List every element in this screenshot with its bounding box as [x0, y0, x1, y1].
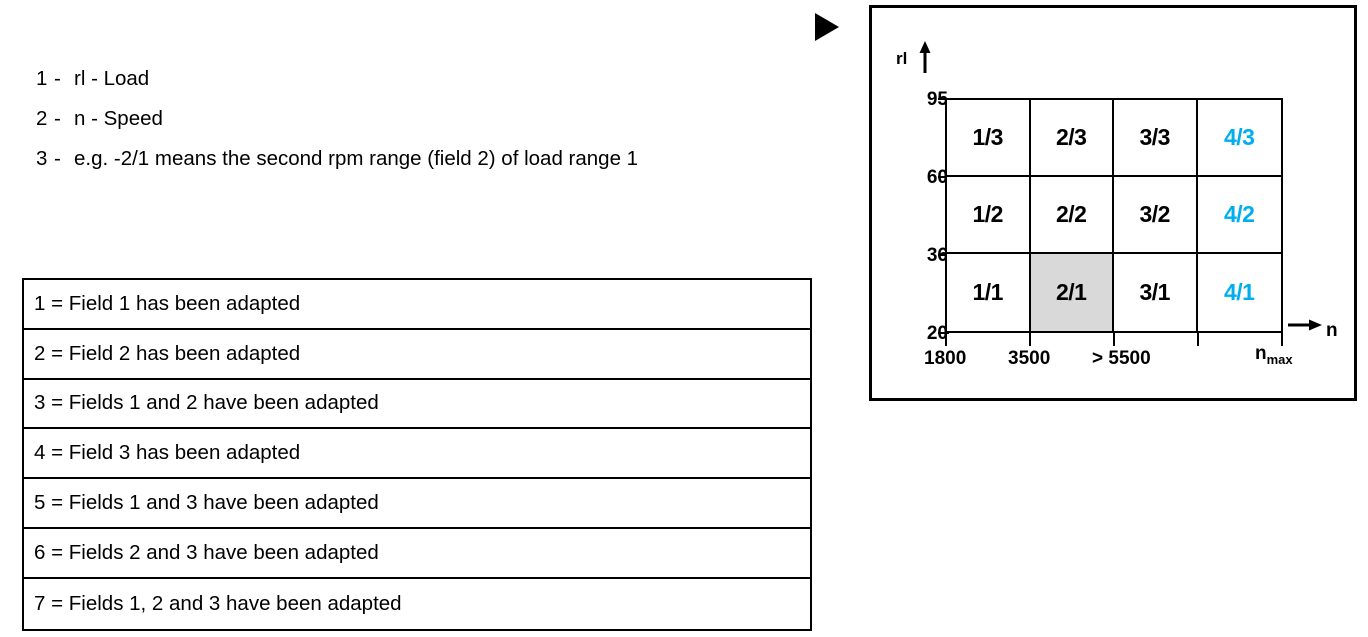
x-axis-max-subscript: max — [1266, 351, 1293, 367]
legend-note-item: 2 - n - Speed — [36, 106, 826, 132]
x-axis-caption: n — [1326, 320, 1338, 341]
legend-note-text: rl - Load — [74, 67, 150, 90]
grid-cell[interactable]: 4/3 — [1197, 100, 1281, 177]
legend-note-number: 1 — [36, 67, 48, 90]
grid-cell-highlighted[interactable]: 2/1 — [1030, 254, 1114, 331]
y-tick-mark — [938, 98, 949, 100]
legend-note-dash: - — [54, 107, 61, 130]
x-axis-max-label: nmax — [1255, 344, 1293, 366]
y-tick-mark — [938, 176, 949, 178]
table-row: 3 = Fields 1 and 2 have been adapted — [24, 380, 810, 430]
legend-note-text: e.g. -2/1 means the second rpm range (fi… — [74, 147, 639, 170]
x-tick-label: 3500 — [1008, 348, 1051, 369]
grid-cell[interactable]: 4/1 — [1224, 279, 1255, 305]
grid-cell[interactable]: 2/3 — [1030, 100, 1114, 177]
x-tick-mark — [1113, 333, 1115, 346]
x-axis-ticks: 1800 3500 > 5500 — [872, 8, 1360, 404]
legend-notes-list: 1 - rl - Load 2 - n - Speed 3 - e.g. -2/… — [36, 66, 826, 186]
legend-note-dash: - — [54, 67, 61, 90]
x-tick-mark — [945, 333, 947, 346]
legend-note-item: 3 - e.g. -2/1 means the second rpm range… — [36, 146, 826, 172]
grid-cell[interactable]: 2/2 — [1030, 177, 1114, 254]
x-tick-mark — [1281, 333, 1283, 346]
y-axis-ticks: 95 60 36 20 — [886, 8, 949, 408]
load-speed-grid: 1/3 2/3 3/3 4/3 1/2 2/2 3/2 4/2 1/1 2/1 … — [945, 98, 1283, 333]
table-row: 4 = Field 3 has been adapted — [24, 429, 810, 480]
arrow-up-icon — [919, 41, 931, 73]
grid-cell[interactable]: 3/1 — [1114, 254, 1198, 331]
grid-cell[interactable]: 3/2 — [1114, 177, 1198, 254]
legend-note-dash: - — [54, 147, 61, 170]
y-tick-label: 60 — [926, 167, 948, 188]
y-tick-label: 36 — [926, 245, 948, 266]
grid-cell[interactable]: 1/3 — [947, 100, 1031, 177]
legend-note-text: n - Speed — [74, 107, 163, 130]
grid-cell[interactable]: 4/2 — [1197, 177, 1281, 254]
y-tick-mark — [938, 332, 949, 334]
table-row: 6 = Fields 2 and 3 have been adapted — [24, 529, 810, 579]
legend-note-number: 3 — [36, 147, 48, 170]
legend-note-number: 2 — [36, 107, 48, 130]
table-row: 1 = Field 1 has been adapted — [24, 280, 810, 330]
x-tick-mark — [1029, 333, 1031, 346]
grid-cell[interactable]: 3/3 — [1114, 100, 1198, 177]
x-tick-label: > 5500 — [1092, 348, 1151, 369]
play-triangle-icon — [815, 13, 839, 41]
y-tick-mark — [938, 254, 949, 256]
x-tick-label: 1800 — [924, 348, 967, 369]
y-tick-label: 95 — [926, 89, 948, 110]
grid-cell[interactable]: 1/2 — [947, 177, 1031, 254]
load-speed-diagram-panel: rl 95 60 36 20 1/3 2/3 3/3 4/3 1/2 2/2 3… — [869, 5, 1357, 401]
legend-note-item: 1 - rl - Load — [36, 66, 826, 92]
table-row: 5 = Fields 1 and 3 have been adapted — [24, 479, 810, 529]
x-axis-max-base: n — [1255, 343, 1267, 364]
x-tick-mark — [1197, 333, 1199, 346]
table-row: 2 = Field 2 has been adapted — [24, 330, 810, 380]
arrow-right-icon — [1288, 319, 1322, 331]
grid-cell[interactable]: 1/1 — [947, 254, 1031, 331]
adaptation-table: 1 = Field 1 has been adapted 2 = Field 2… — [22, 278, 812, 631]
table-row: 7 = Fields 1, 2 and 3 have been adapted — [34, 591, 402, 615]
y-axis-caption: rl — [896, 49, 908, 68]
y-tick-label: 20 — [926, 323, 948, 344]
